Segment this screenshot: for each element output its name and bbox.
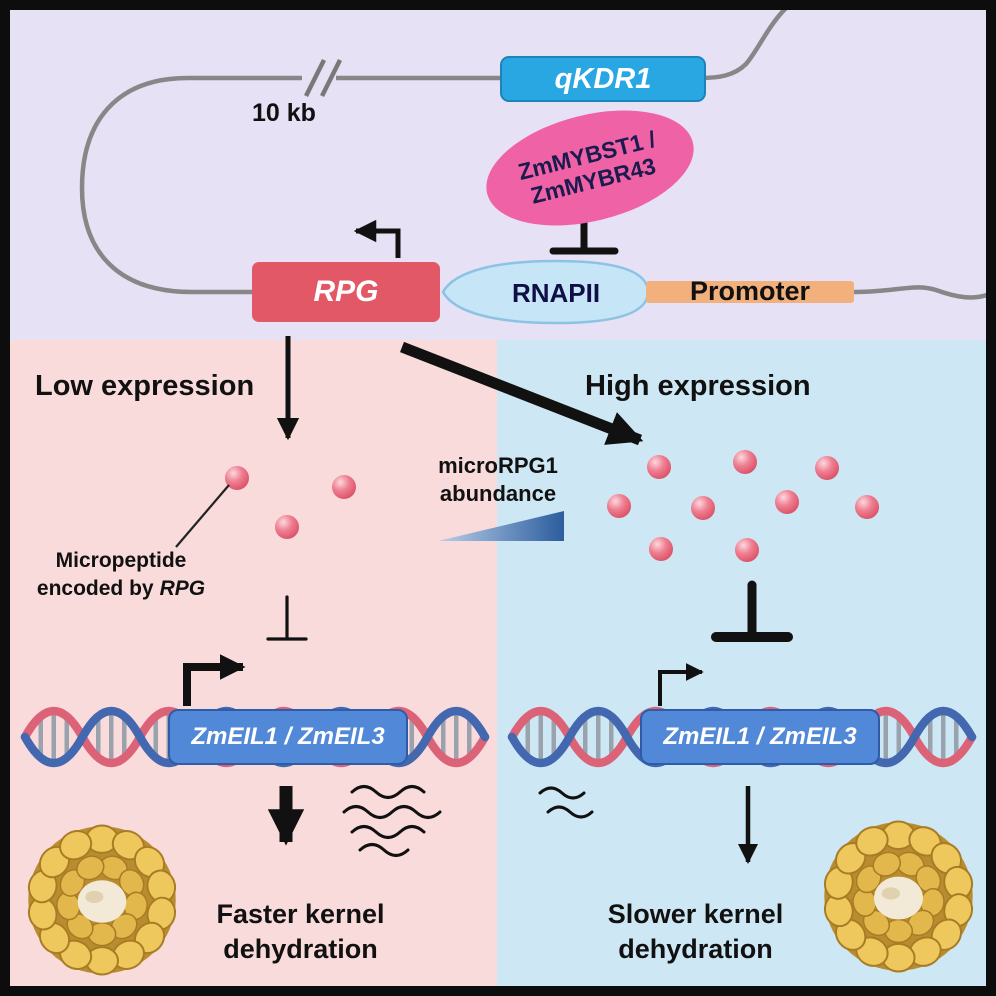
micropeptide-annotation-line1: Micropeptide: [55, 549, 187, 572]
rnapii-label: RNAPII: [511, 278, 601, 308]
zmeil-label-right: ZmEIL1 / ZmEIL3: [663, 723, 857, 750]
outcome-right-line1: Slower kernel: [607, 899, 784, 929]
micropeptide-pointer-line: [175, 484, 230, 548]
zmeil-gene-box-left: ZmEIL1 / ZmEIL3: [168, 709, 408, 765]
promoter-bar: [646, 281, 854, 303]
outcome-left-line2: dehydration: [223, 934, 378, 965]
abundance-line2: abundance: [439, 480, 557, 506]
high-expression-title: High expression: [585, 370, 811, 402]
qkdr1-gene-box: qKDR1: [500, 56, 706, 102]
micropeptide-cluster-low: [225, 466, 356, 539]
high-expression-arrow: [399, 341, 644, 446]
rpg-gene-box: RPG: [252, 262, 440, 322]
promoter-label: Promoter: [689, 276, 811, 306]
low-expression-title: Low expression: [35, 370, 255, 402]
abundance-gradient-wedge: [438, 511, 564, 541]
outcome-left-line1: Faster kernel: [216, 899, 385, 929]
rpg-label: RPG: [313, 275, 379, 308]
micropeptide-annotation-gene: RPG: [159, 576, 206, 600]
inhibition-tbar-right: [711, 580, 793, 642]
outcome-text-left: Faster kernel dehydration: [188, 897, 413, 967]
inhibition-tbar-left: [266, 595, 308, 641]
corn-kernel-image-right: [822, 822, 975, 972]
rpg-transcription-arrow: [353, 219, 401, 258]
micropeptide-cluster-high: [607, 450, 879, 562]
transcription-arrow-left: [183, 654, 246, 706]
abundance-annotation: microRPG1 abundance: [408, 452, 588, 507]
mrna-squiggles-right: [538, 786, 594, 819]
scale-break-slashes: [303, 58, 343, 98]
zmeil-gene-box-right: ZmEIL1 / ZmEIL3: [640, 709, 880, 765]
abundance-line1: microRPG1: [438, 453, 558, 478]
corn-kernel-image-left: [26, 826, 178, 975]
outcome-text-right: Slower kernel dehydration: [583, 897, 808, 967]
qkdr1-label: qKDR1: [554, 62, 652, 95]
tf-inhibition-tbar: [549, 219, 619, 255]
micropeptide-annotation-prefix: encoded by: [36, 576, 154, 600]
scale-label: 10 kb: [252, 99, 316, 127]
mrna-squiggles-left: [342, 785, 442, 857]
genomic-dna-line: [79, 6, 991, 300]
transcription-arrow-right: [658, 663, 704, 706]
outcome-right-line2: dehydration: [618, 934, 773, 965]
zmeil-label-left: ZmEIL1 / ZmEIL3: [191, 723, 385, 750]
